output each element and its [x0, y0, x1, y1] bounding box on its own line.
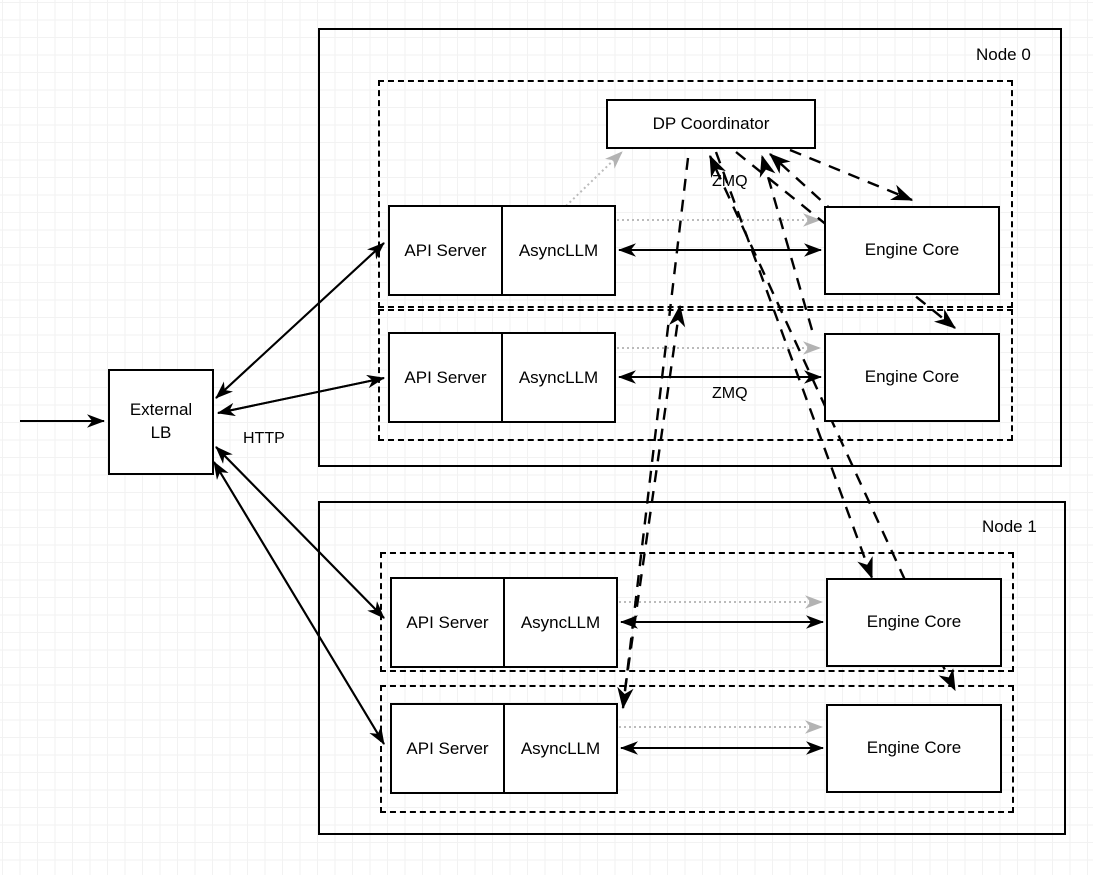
api-server-label: API Server [404, 367, 487, 387]
zmq-label-node0-1: ZMQ [712, 385, 748, 402]
asyncllm-node0-0[interactable]: AsyncLLM [503, 207, 614, 294]
frontend-unit-node0-0[interactable]: API Server AsyncLLM [388, 205, 616, 296]
asyncllm-node0-1[interactable]: AsyncLLM [503, 334, 614, 421]
dp-group-node1-1 [380, 685, 1014, 813]
asyncllm-label: AsyncLLM [520, 738, 601, 758]
api-server-node0-1[interactable]: API Server [390, 334, 503, 421]
coordinator-zmq-label: ZMQ [712, 173, 748, 190]
api-server-label: API Server [404, 240, 487, 260]
api-server-node0-0[interactable]: API Server [390, 207, 503, 294]
engine-core-label: Engine Core [866, 612, 962, 632]
engine-core-label: Engine Core [864, 240, 960, 260]
node-1-label: Node 1 [982, 517, 1037, 536]
api-server-label: API Server [406, 612, 489, 632]
engine-core-node0-0[interactable]: Engine Core [824, 206, 1000, 295]
asyncllm-node1-0[interactable]: AsyncLLM [505, 579, 616, 666]
api-server-node1-0[interactable]: API Server [392, 579, 505, 666]
dp-group-node0-0 [378, 80, 1013, 308]
engine-core-label: Engine Core [864, 367, 960, 387]
frontend-unit-node0-1[interactable]: API Server AsyncLLM [388, 332, 616, 423]
api-server-label: API Server [406, 738, 489, 758]
node-0-container [318, 28, 1062, 467]
dp-group-node0-1 [378, 309, 1013, 441]
node-0-label: Node 0 [976, 45, 1031, 64]
api-server-node1-1[interactable]: API Server [392, 705, 505, 792]
http-edge-label: HTTP [243, 430, 285, 447]
dp-group-node1-0 [380, 552, 1014, 672]
engine-core-label: Engine Core [866, 738, 962, 758]
engine-core-node0-1[interactable]: Engine Core [824, 333, 1000, 422]
frontend-unit-node1-0[interactable]: API Server AsyncLLM [390, 577, 618, 668]
frontend-unit-node1-1[interactable]: API Server AsyncLLM [390, 703, 618, 794]
external-lb-box[interactable]: External LB [108, 369, 214, 475]
external-lb-label-line1: External [129, 400, 193, 420]
node-1-container [318, 501, 1066, 835]
asyncllm-label: AsyncLLM [518, 240, 599, 260]
asyncllm-label: AsyncLLM [518, 367, 599, 387]
dp-coordinator-box[interactable]: DP Coordinator [606, 99, 816, 149]
engine-core-node1-0[interactable]: Engine Core [826, 578, 1002, 667]
external-lb-label-line2: LB [150, 423, 172, 442]
dp-coordinator-label: DP Coordinator [652, 113, 770, 133]
asyncllm-label: AsyncLLM [520, 612, 601, 632]
engine-core-node1-1[interactable]: Engine Core [826, 704, 1002, 793]
asyncllm-node1-1[interactable]: AsyncLLM [505, 705, 616, 792]
